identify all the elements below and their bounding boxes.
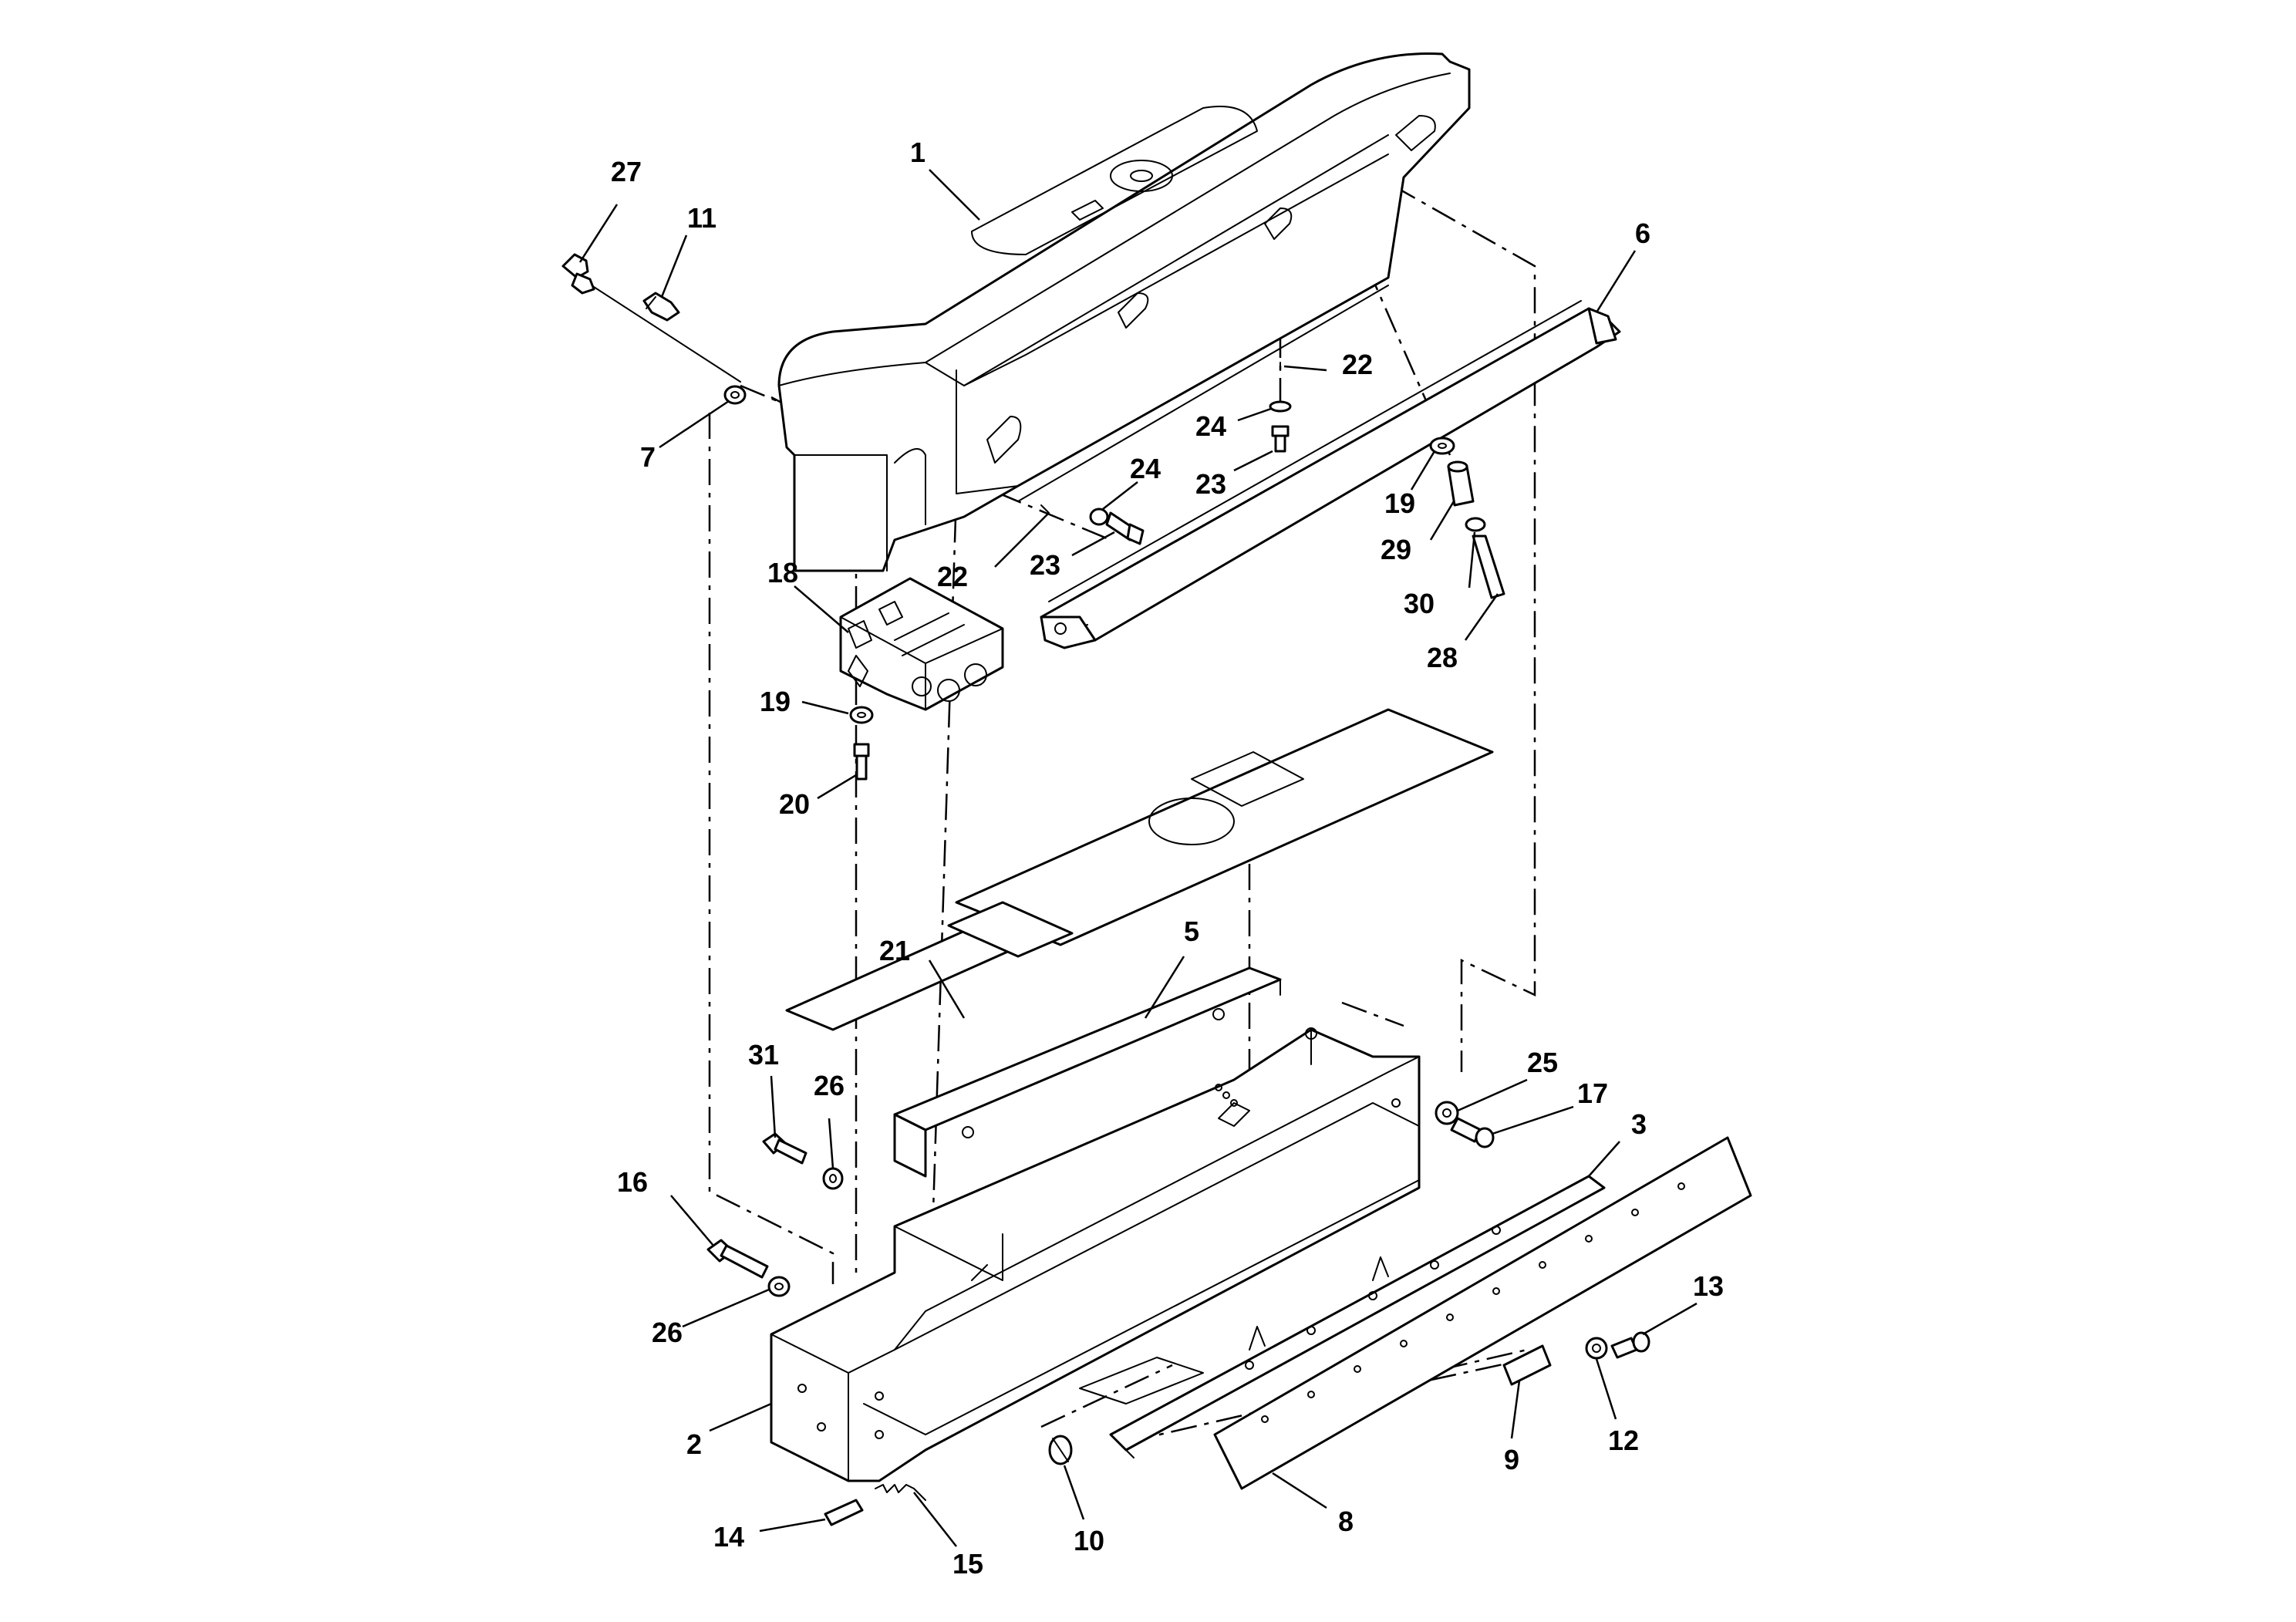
callout-10: 10 bbox=[1074, 1525, 1104, 1556]
callout-17: 17 bbox=[1577, 1077, 1608, 1109]
callout-24-lower: 24 bbox=[1130, 453, 1161, 484]
pin-14 bbox=[824, 1499, 864, 1526]
strip-5 bbox=[893, 966, 1282, 1178]
nozzle-10 bbox=[1048, 1435, 1073, 1465]
callout-3: 3 bbox=[1631, 1108, 1647, 1140]
bolt-17 bbox=[1450, 1117, 1495, 1148]
fastener-group-left bbox=[1040, 504, 1145, 545]
bar-3 bbox=[1109, 1175, 1606, 1458]
callout-31: 31 bbox=[748, 1039, 779, 1071]
callout-29: 29 bbox=[1381, 534, 1411, 565]
callout-19-right: 19 bbox=[1384, 487, 1415, 519]
spray-bar-6 bbox=[1040, 300, 1621, 649]
callout-12: 12 bbox=[1608, 1425, 1639, 1456]
leader-lines bbox=[578, 169, 1698, 1547]
bolt-28 bbox=[1472, 534, 1505, 599]
callout-14: 14 bbox=[713, 1521, 744, 1553]
callout-28: 28 bbox=[1427, 642, 1458, 673]
bolt-16 bbox=[706, 1239, 769, 1279]
washer-19-right bbox=[1429, 437, 1455, 455]
bolt-20 bbox=[853, 743, 870, 781]
spacer-29 bbox=[1447, 460, 1475, 507]
callout-18: 18 bbox=[767, 557, 798, 588]
washer-19-left bbox=[849, 706, 874, 724]
callout-9: 9 bbox=[1504, 1444, 1519, 1475]
callout-19-left: 19 bbox=[760, 686, 791, 717]
bolt-31 bbox=[762, 1132, 807, 1165]
skirt-8 bbox=[1213, 1136, 1752, 1490]
callout-23-upper: 23 bbox=[1195, 468, 1226, 500]
callout-21: 21 bbox=[879, 935, 910, 966]
callout-24-upper: 24 bbox=[1195, 410, 1226, 442]
callout-7: 7 bbox=[640, 441, 656, 473]
hood-console bbox=[777, 52, 1471, 572]
washer-26-lower bbox=[767, 1276, 791, 1297]
callout-23-lower: 23 bbox=[1030, 549, 1060, 581]
callout-20: 20 bbox=[779, 788, 810, 820]
callout-11: 11 bbox=[687, 202, 716, 234]
callout-25: 25 bbox=[1527, 1047, 1558, 1078]
callout-2: 2 bbox=[686, 1428, 702, 1460]
valve-block-18 bbox=[839, 577, 1004, 711]
clip-9 bbox=[1502, 1344, 1552, 1386]
callout-15: 15 bbox=[952, 1548, 983, 1580]
tray-2 bbox=[770, 1027, 1421, 1482]
gasket-21 bbox=[785, 901, 1074, 1031]
washer-30 bbox=[1465, 517, 1486, 532]
connector-fitting-11 bbox=[642, 292, 680, 322]
callout-13: 13 bbox=[1693, 1270, 1724, 1302]
washer-12 bbox=[1585, 1337, 1608, 1360]
callout-22-lower: 22 bbox=[937, 561, 968, 592]
callout-26-lower: 26 bbox=[652, 1317, 683, 1348]
callout-22-upper: 22 bbox=[1342, 349, 1373, 380]
fastener-group-center bbox=[1269, 362, 1292, 453]
spring-15 bbox=[875, 1484, 926, 1501]
callout-8: 8 bbox=[1338, 1506, 1354, 1537]
callout-5: 5 bbox=[1184, 916, 1199, 947]
callout-30: 30 bbox=[1404, 588, 1435, 619]
washer-25 bbox=[1435, 1101, 1459, 1125]
washer-26-upper bbox=[822, 1167, 844, 1190]
callout-labels: 1 2 3 5 6 7 8 9 10 11 12 13 14 15 16 17 … bbox=[611, 137, 1724, 1580]
callout-16: 16 bbox=[617, 1166, 648, 1198]
washer-7 bbox=[723, 385, 747, 405]
callout-26-upper: 26 bbox=[814, 1070, 845, 1101]
gasket-top bbox=[955, 708, 1494, 946]
callout-6: 6 bbox=[1635, 218, 1650, 249]
screw-13 bbox=[1610, 1331, 1650, 1359]
callout-1: 1 bbox=[910, 137, 925, 168]
elbow-fitting-27 bbox=[561, 253, 741, 383]
callout-27: 27 bbox=[611, 156, 642, 187]
